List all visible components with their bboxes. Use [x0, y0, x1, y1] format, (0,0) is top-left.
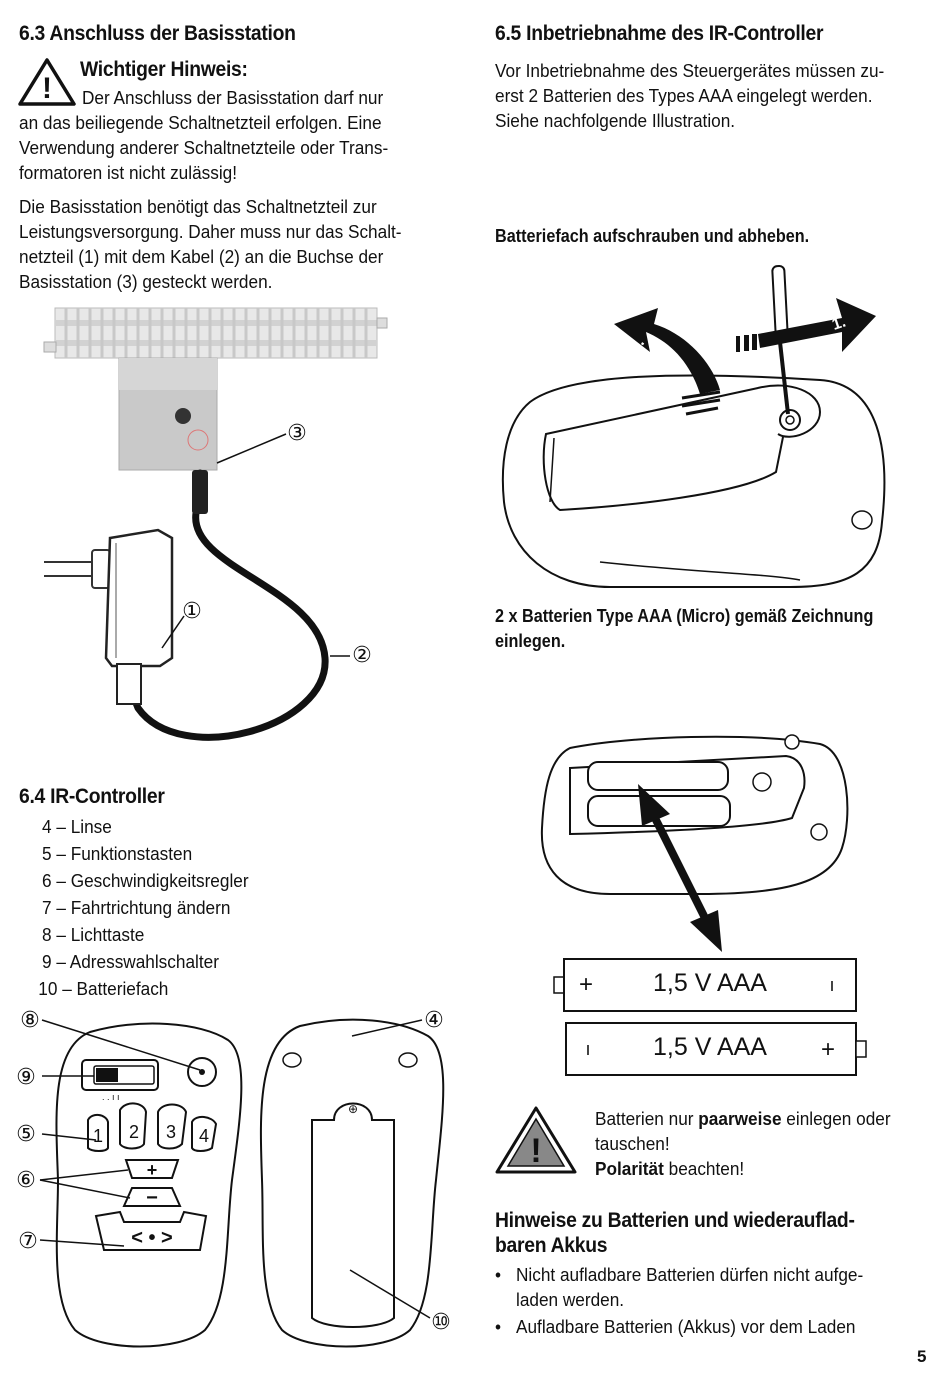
battery-insertion-illustration	[540, 734, 849, 952]
battery-1: + 1,5 V AAA ı	[553, 958, 857, 1012]
list-item: 6 – Geschwindigkeitsregler	[42, 870, 249, 891]
controller-front: . . ı ı 1 2 3 4 + − < • >	[55, 1022, 243, 1348]
step-2-text: 2 x Batterien Type AAA (Micro) gemäß Zei…	[495, 606, 874, 651]
intro-paragraph: Vor Inbetriebnahme des Steuergerätes müs…	[495, 60, 885, 131]
list-item: Nicht aufladbare Batterien dürfen nicht …	[516, 1264, 864, 1310]
svg-text:−: −	[146, 1187, 158, 1209]
open-battery-compartment-illustration: 1. 2.	[501, 264, 886, 588]
svg-text:!: !	[530, 1132, 541, 1170]
svg-text:+: +	[821, 1036, 835, 1063]
ir-controller-illustration: . . ı ı 1 2 3 4 + − < • > ⊕	[16, 1007, 451, 1348]
screwdriver	[771, 264, 790, 415]
power-supply	[44, 528, 174, 705]
list-item: 8 – Lichttaste	[42, 924, 145, 945]
section-6-3-title: 6.3 Anschluss der Basisstation	[19, 22, 296, 45]
list-item: 10 – Batteriefach	[38, 978, 169, 999]
callout-7: ⑦	[18, 1228, 38, 1253]
callout-6: ⑥	[16, 1167, 36, 1192]
warning-title: Wichtiger Hinweis:	[80, 58, 248, 81]
callout-4: ④	[424, 1007, 444, 1032]
controller-back: ⊕	[259, 1018, 445, 1348]
page-number: 5	[917, 1347, 927, 1366]
svg-text:3: 3	[166, 1122, 176, 1142]
svg-text:+: +	[147, 1160, 158, 1180]
callout-3: ③	[287, 420, 307, 445]
paragraph: Die Basisstation benötigt das Schaltnetz…	[19, 196, 402, 292]
track-rail	[43, 307, 388, 359]
svg-text:< • >: < • >	[131, 1227, 172, 1249]
svg-text:1,5 V AAA: 1,5 V AAA	[653, 969, 767, 997]
callout-5: ⑤	[16, 1121, 36, 1146]
list-item: 9 – Adresswahlschalter	[42, 951, 219, 972]
batteries-diagram: + 1,5 V AAA ı ı 1,5 V AAA +	[553, 958, 867, 1076]
svg-text:4: 4	[199, 1126, 209, 1146]
warning-icon: !	[18, 58, 76, 106]
callout-8: ⑧	[20, 1007, 40, 1032]
svg-text:+: +	[579, 971, 593, 998]
callout-2: ②	[352, 642, 372, 667]
section-6-4-title: 6.4 IR-Controller	[19, 785, 165, 808]
warning-text-line: Der Anschluss der Basisstation darf nur	[82, 87, 384, 108]
warning-icon: !	[495, 1106, 577, 1174]
svg-text:ı: ı	[829, 975, 834, 995]
warning-text-line: formatoren ist nicht zulässig!	[19, 162, 238, 183]
battery-hints-title: Hinweise zu Batterien und wiederauflad- …	[495, 1209, 855, 1257]
base-station	[118, 357, 218, 471]
base-station-connection-illustration: ③ ① ②	[43, 307, 388, 741]
svg-text:1,5 V AAA: 1,5 V AAA	[653, 1033, 767, 1061]
list-item: •	[495, 1316, 502, 1337]
callout-1: ①	[182, 598, 202, 623]
controller-parts-list: 4 – Linse 5 – Funktionstasten 6 – Geschw…	[38, 813, 249, 1002]
callout-9: ⑨	[16, 1064, 36, 1089]
battery-2: ı 1,5 V AAA +	[565, 1022, 867, 1076]
section-6-5-title: 6.5 Inbetriebnahme des IR-Controller	[495, 22, 824, 45]
list-item: 5 – Funktionstasten	[42, 843, 193, 864]
step-1-text: Batteriefach aufschrauben und abheben.	[495, 226, 810, 246]
svg-text:!: !	[42, 72, 52, 105]
list-item: 7 – Fahrtrichtung ändern	[42, 897, 231, 918]
svg-text:1.: 1.	[830, 314, 848, 334]
list-item: Aufladbare Batterien (Akkus) vor dem Lad…	[516, 1316, 856, 1337]
svg-text:. . ı ı: . . ı ı	[102, 1092, 120, 1102]
warning-text-line: Verwendung anderer Schaltnetzteile oder …	[19, 137, 389, 158]
list-item: 4 – Linse	[42, 816, 112, 837]
svg-text:2: 2	[129, 1122, 139, 1142]
warning-text-line: an das beiliegende Schaltnetzteil erfolg…	[19, 112, 382, 133]
list-item: •	[495, 1264, 502, 1285]
svg-text:1: 1	[93, 1126, 103, 1146]
callout-10: ⑩	[431, 1309, 451, 1334]
arrow-2: 2.	[614, 308, 721, 416]
svg-text:⊕: ⊕	[348, 1102, 358, 1116]
arrow-1: 1.	[736, 298, 876, 352]
svg-text:ı: ı	[585, 1039, 590, 1059]
battery-warning-text: Batterien nur paarweise einlegen oder ta…	[595, 1108, 891, 1179]
